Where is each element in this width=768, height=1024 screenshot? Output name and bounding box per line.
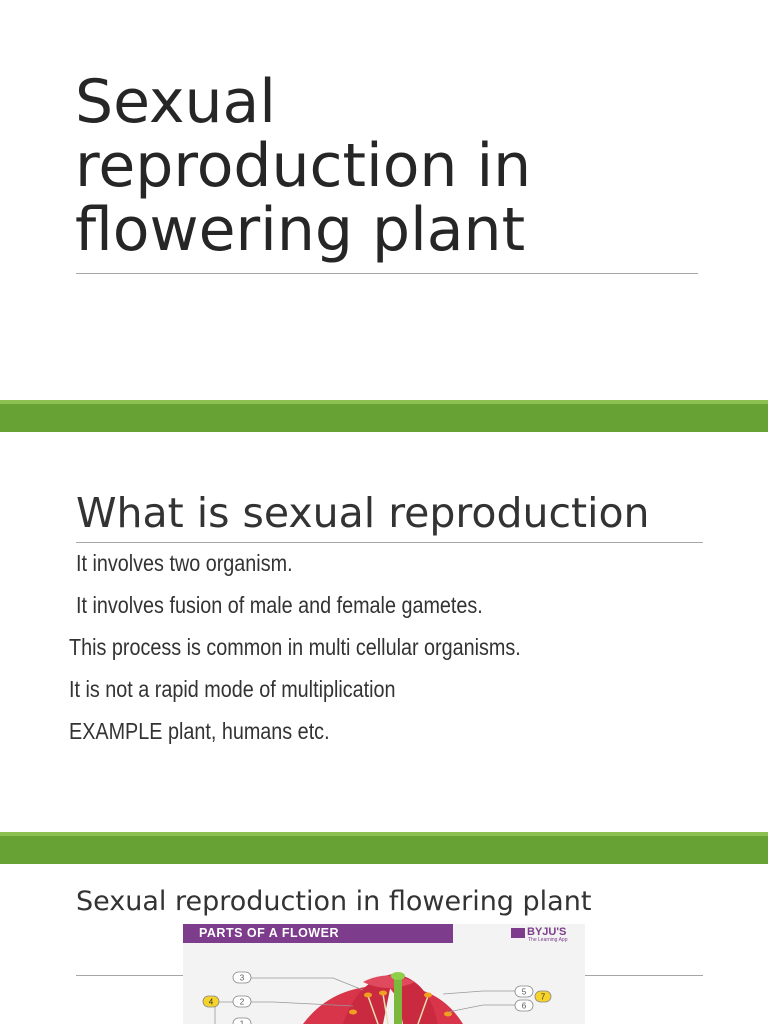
callout-4: 4 [202,995,220,1008]
callout-6: 6 [514,999,534,1012]
title-line-3: flowering plant [75,195,526,265]
svg-text:3: 3 [240,974,245,983]
callout-1: 1 [232,1017,252,1024]
brand-tagline: The Learning App [528,937,568,943]
callout-line [447,1004,515,1013]
svg-text:7: 7 [541,993,546,1002]
svg-text:4: 4 [209,998,214,1007]
callout-7: 7 [534,990,552,1003]
filament [417,995,429,1024]
title-underline [76,542,703,543]
svg-text:2: 2 [240,998,245,1007]
callout-5: 5 [514,985,534,998]
slide-divider [0,400,768,432]
slide-1-title: Sexual reproduction in flowering plant [75,70,715,262]
title-line-1: Sexual [75,67,276,137]
title-line-2: reproduction in [75,131,532,201]
anther [424,992,432,998]
svg-text:6: 6 [522,1002,527,1011]
byjus-logo-icon [511,928,525,938]
title-underline [76,975,184,976]
filament [367,995,379,1024]
list-item: It involves two organism. [76,550,293,576]
filament [382,993,389,1024]
slide-1: Sexual reproduction in flowering plant [0,0,768,400]
title-underline [585,975,703,976]
petal [395,974,438,1024]
list-item: It is not a rapid mode of multiplication [69,676,396,702]
flower-diagram-image: 3 4 2 1 5 7 6 [183,924,585,1024]
callout-2: 2 [232,995,252,1008]
title-underline [76,273,698,274]
anther [379,990,387,996]
callout-3: 3 [232,971,252,984]
slide-divider [0,832,768,864]
anther [364,992,372,998]
slide-2: What is sexual reproduction It involves … [0,432,768,832]
svg-text:5: 5 [522,988,527,997]
list-item: EXAMPLE plant, humans etc. [69,718,330,744]
stigma [391,972,405,980]
slide-3-title: Sexual reproduction in flowering plant [76,886,592,917]
poster-header: PARTS OF A FLOWER [183,924,453,943]
anther [444,1011,452,1017]
list-item: It involves fusion of male and female ga… [76,592,483,618]
slide-2-title: What is sexual reproduction [76,489,650,537]
pistil [394,976,402,1024]
flower-illustration: 3 4 2 1 5 7 6 [202,971,552,1024]
list-item: This process is common in multi cellular… [69,634,521,660]
slide-3: Sexual reproduction in flowering plant [0,864,768,1024]
poster-title: PARTS OF A FLOWER [199,926,339,940]
callout-line [241,977,364,991]
svg-text:1: 1 [240,1020,245,1024]
brand-name: BYJU'S [527,926,567,938]
callout-line [442,990,515,995]
anther [349,1009,357,1015]
